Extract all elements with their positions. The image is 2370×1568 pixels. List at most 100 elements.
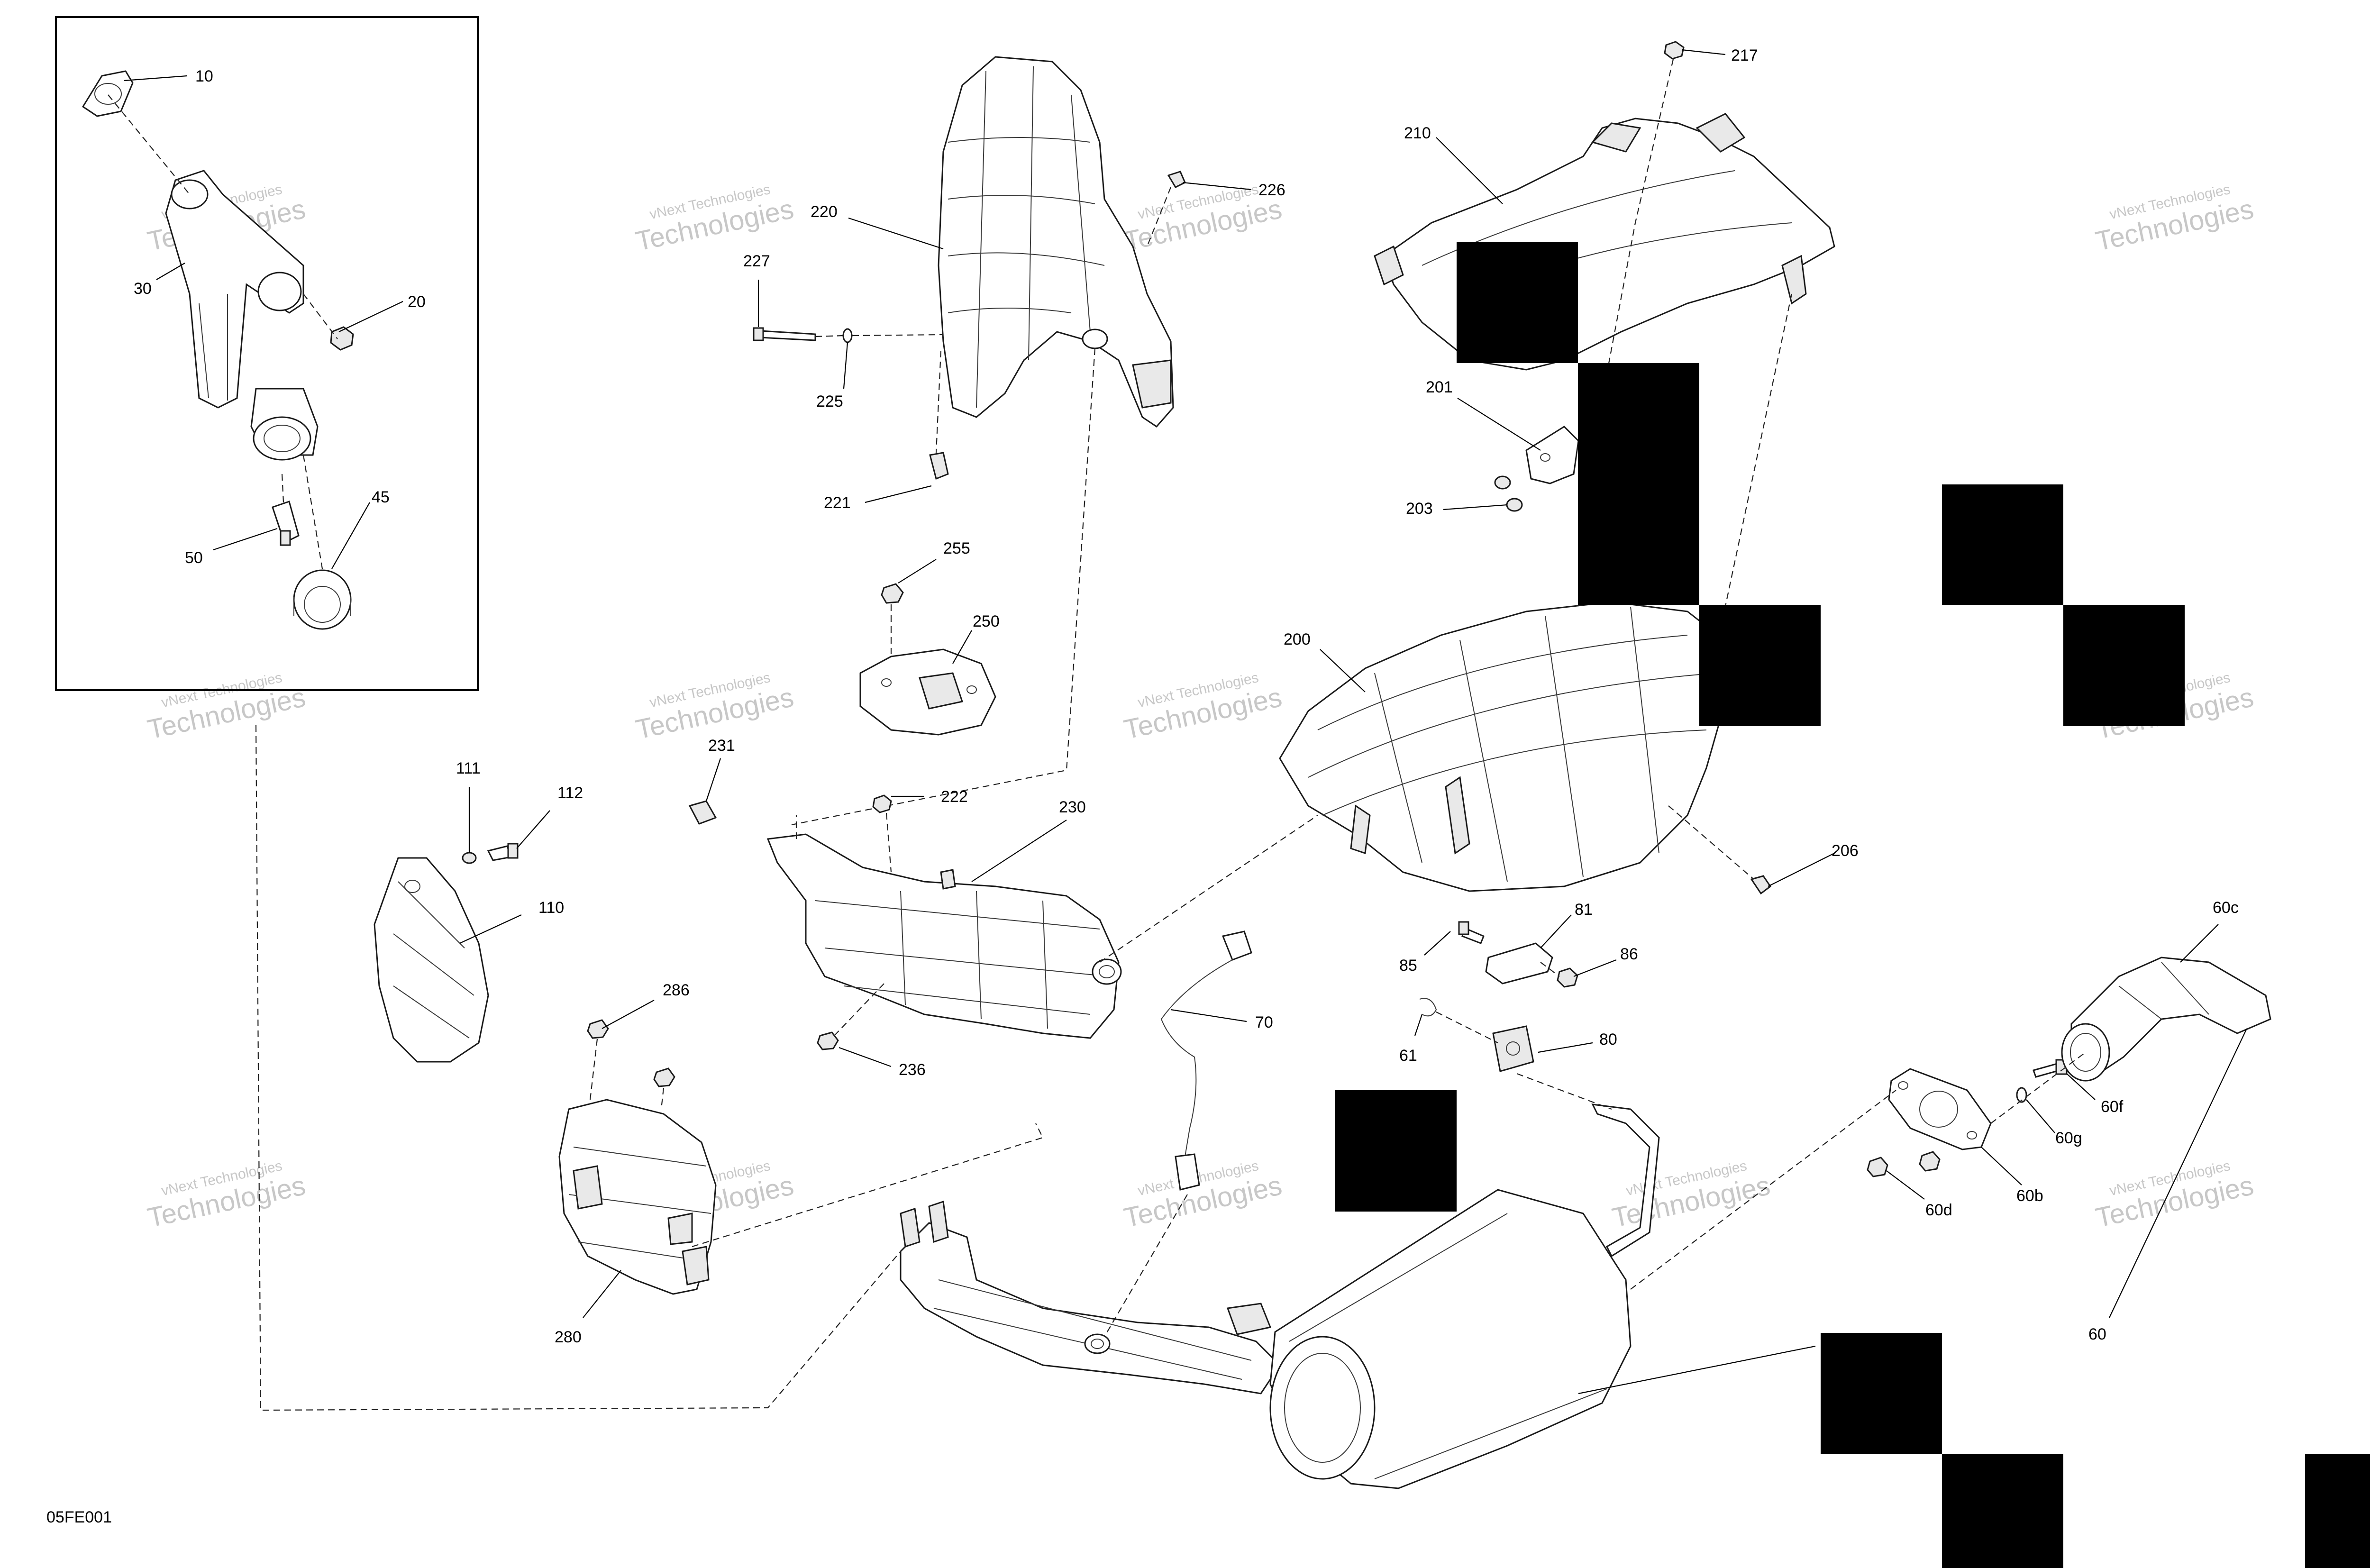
- exhaust-pipe-part: [900, 1201, 1281, 1395]
- bolt-227-part: [753, 327, 816, 341]
- gasket-ring-part: [82, 70, 134, 117]
- inset-parts: [82, 70, 354, 630]
- callout-255: 255: [943, 539, 970, 557]
- clip-61-part: [1419, 998, 1437, 1017]
- callout-236: 236: [899, 1061, 926, 1079]
- watermark: vNext Technologies Technologies: [145, 1158, 308, 1233]
- callout-230: 230: [1059, 798, 1086, 816]
- cover-250-part: [859, 648, 996, 736]
- callout-45: 45: [372, 488, 390, 506]
- watermark: vNext Technologies Technologies: [633, 670, 796, 745]
- clip-231-part: [688, 800, 717, 825]
- callout-206: 206: [1832, 842, 1859, 860]
- watermark: vNext Technologies Technologies: [145, 670, 308, 745]
- callout-112: 112: [557, 784, 583, 802]
- callout-221: 221: [824, 494, 851, 512]
- callout-30: 30: [134, 280, 152, 298]
- heat-shield-200-part: [1279, 601, 1731, 892]
- redaction-block: [1457, 242, 1578, 363]
- washer-60g-part: [2016, 1087, 2027, 1103]
- callout-225: 225: [816, 392, 843, 410]
- tail-pipe-60c-part: [2061, 957, 2271, 1082]
- callout-86: 86: [1620, 945, 1638, 963]
- callout-20: 20: [408, 293, 426, 311]
- nut-222-part: [872, 794, 892, 813]
- callout-220: 220: [811, 203, 838, 221]
- callout-222: 222: [941, 788, 968, 806]
- callout-210: 210: [1404, 124, 1431, 142]
- callout-85: 85: [1399, 957, 1417, 975]
- callout-217: 217: [1731, 46, 1758, 64]
- redaction-block: [1335, 1090, 1457, 1212]
- callout-60f: 60f: [2101, 1098, 2124, 1116]
- sleeve-ring-part: [293, 569, 352, 630]
- callout-60c: 60c: [2213, 899, 2239, 917]
- callout-111: 111: [456, 759, 481, 777]
- nut-part: [330, 326, 354, 351]
- bolt-85-part: [1458, 921, 1485, 944]
- bolt-236-part: [817, 1031, 839, 1050]
- heat-shield-210-part: [1374, 113, 1835, 371]
- redaction-block: [1942, 484, 2063, 605]
- flange-60b-part: [1888, 1068, 1992, 1150]
- redaction-block: [1942, 1454, 2063, 1568]
- detail-inset-frame: [55, 16, 479, 691]
- callout-60d: 60d: [1925, 1201, 1952, 1219]
- watermark: vNext Technologies Technologies: [1121, 670, 1285, 745]
- bracket-201-part: [1525, 426, 1579, 484]
- bolt-206-part: [1750, 875, 1772, 895]
- callout-203: 203: [1406, 500, 1433, 518]
- bracket-81-part: [1485, 942, 1553, 985]
- callout-50: 50: [185, 549, 203, 567]
- callout-286: 286: [663, 981, 690, 999]
- bolt-60f-part: [2033, 1059, 2068, 1078]
- watermark-layer: vNext Technologies Technologies vNext Te…: [145, 182, 2256, 1233]
- redaction-block: [1821, 1333, 1942, 1454]
- flex-pipe-part: [165, 170, 319, 461]
- nut-217-part: [1664, 41, 1685, 60]
- nut-203-part: [1494, 475, 1523, 512]
- callout-200: 200: [1284, 630, 1311, 648]
- watermark: vNext Technologies Technologies: [2093, 1158, 2256, 1233]
- nut-60d-part: [1867, 1151, 1941, 1177]
- watermark: vNext Technologies Technologies: [633, 182, 796, 257]
- muffler-part: [1269, 1103, 1660, 1489]
- heat-shield-220-part: [938, 56, 1174, 428]
- callout-61: 61: [1399, 1047, 1417, 1065]
- figure-code: 05FE001: [46, 1508, 112, 1526]
- callout-250: 250: [973, 612, 1000, 630]
- callout-70: 70: [1255, 1013, 1273, 1031]
- nut-86-part: [1557, 967, 1578, 988]
- oxygen-sensor-70-part: [1160, 930, 1252, 1191]
- watermark: vNext Technologies Technologies: [1609, 1158, 1773, 1233]
- callout-280: 280: [555, 1328, 582, 1346]
- callout-60: 60: [2088, 1325, 2106, 1343]
- heat-shield-230-part: [766, 833, 1122, 1039]
- watermark: vNext Technologies Technologies: [2093, 182, 2256, 257]
- bolt-286-part: [587, 1019, 675, 1087]
- callout-110: 110: [538, 899, 564, 917]
- sensor-plug-part: [272, 501, 300, 546]
- heat-shield-280-part: [558, 1099, 717, 1295]
- watermark: vNext Technologies Technologies: [1121, 1158, 1285, 1233]
- bolt-112-part: [487, 843, 519, 861]
- callout-60b: 60b: [2016, 1187, 2043, 1205]
- callout-80: 80: [1599, 1030, 1617, 1048]
- redaction-block: [2063, 605, 2185, 726]
- callout-231: 231: [708, 737, 735, 755]
- washer-111-part: [462, 852, 477, 864]
- callout-60g: 60g: [2055, 1129, 2082, 1147]
- callout-227: 227: [743, 252, 770, 270]
- leader-lines: [124, 49, 2247, 1395]
- rubber-mount-80-part: [1492, 1025, 1534, 1072]
- heat-shield-110-part: [374, 857, 489, 1063]
- callout-226: 226: [1258, 181, 1285, 199]
- redaction-block: [2305, 1454, 2370, 1568]
- redaction-block: [1699, 605, 1821, 726]
- bolt-255-part: [881, 583, 904, 604]
- redaction-block: [1578, 363, 1699, 605]
- bolt-226-part: [1167, 171, 1186, 188]
- callout-201: 201: [1426, 378, 1453, 396]
- callout-81: 81: [1575, 901, 1593, 919]
